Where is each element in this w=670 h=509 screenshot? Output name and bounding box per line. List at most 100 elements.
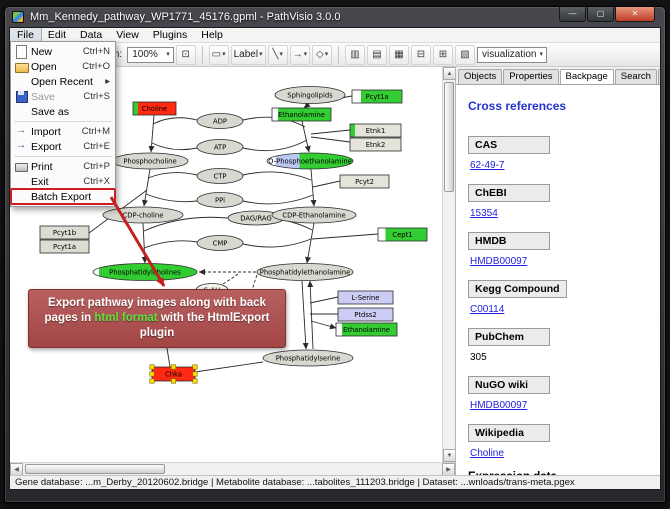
xref-value-hmdb[interactable]: HMDB00097 — [470, 256, 528, 267]
line-tool[interactable]: ╲▾ — [267, 44, 288, 65]
arrow-tool[interactable]: →▾ — [289, 44, 311, 65]
pathway-node-ethanolamine-bottom[interactable]: Ethanolamine — [335, 322, 398, 337]
metabolite-shape — [196, 235, 244, 251]
tab-backpage[interactable]: Backpage — [559, 69, 614, 84]
pathway-node-o-phosphoethanolamine[interactable]: O-Phosphoethanolamine — [266, 152, 354, 170]
xref-source-hmdb: HMDB — [468, 232, 550, 250]
pathway-node-chka[interactable]: Chka — [149, 364, 198, 384]
app-window: Mm_Kennedy_pathway_WP1771_45176.gpml - P… — [4, 6, 666, 503]
pathway-node-phosphatidylserine[interactable]: Phosphatidylserine — [262, 349, 354, 367]
pathway-node-phosphocholine[interactable]: Phosphocholine — [111, 152, 189, 170]
horizontal-scroll-thumb[interactable] — [25, 464, 165, 474]
selection-handle[interactable] — [192, 371, 198, 377]
xref-value-chebi[interactable]: 15354 — [470, 208, 498, 219]
selection-handle[interactable] — [171, 364, 177, 370]
menu-view[interactable]: View — [116, 29, 139, 41]
stack-horizontal-button[interactable]: ⊟ — [411, 44, 431, 65]
minimize-button[interactable]: — — [559, 7, 586, 22]
pathway-node-phosphatidylethanolamine[interactable]: Phosphatidylethanolamine — [256, 263, 354, 281]
pathway-node-ppi[interactable]: PPi — [196, 192, 244, 208]
menu-help[interactable]: Help — [201, 29, 223, 41]
pathway-node-ctp[interactable]: CTP — [196, 168, 244, 184]
pathway-node-cept1[interactable]: Cept1 — [377, 227, 428, 242]
horizontal-scrollbar[interactable]: ◀ ▶ — [10, 462, 455, 476]
pathway-node-cmp[interactable]: CMP — [196, 235, 244, 251]
pathway-node-cdp-choline[interactable]: CDP-choline — [102, 206, 184, 224]
stack-vertical-button[interactable]: ⊞ — [433, 44, 453, 65]
pathway-node-choline[interactable]: Choline — [132, 101, 177, 116]
pathway-edge — [310, 168, 317, 207]
menu-data[interactable]: Data — [80, 29, 103, 41]
shape-tool[interactable]: ◇▾ — [312, 44, 333, 65]
gene-box-shape — [271, 107, 332, 122]
zoom-fit-button[interactable]: ⊡ — [175, 44, 196, 65]
menu-plugins[interactable]: Plugins — [152, 29, 188, 41]
selection-handle[interactable] — [171, 378, 177, 384]
node-label: L-Serine — [352, 294, 380, 302]
menu-edit[interactable]: Edit — [47, 29, 67, 41]
align-horizontal-button[interactable]: ▥ — [345, 44, 365, 65]
selection-handle[interactable] — [192, 378, 198, 384]
pathway-node-pcyt1a-left[interactable]: Pcyt1a — [39, 239, 90, 254]
visualization-combobox[interactable]: visualization ▾ — [477, 46, 547, 63]
pathway-node-ethanolamine-top[interactable]: Ethanolamine — [271, 107, 332, 122]
pathway-edge — [242, 238, 312, 248]
pathway-node-pcyt2[interactable]: Pcyt2 — [339, 174, 390, 189]
window-buttons: — ▢ ✕ — [558, 7, 655, 22]
zoom-combobox[interactable]: 100% ▾ — [127, 46, 174, 63]
tab-properties[interactable]: Properties — [503, 69, 559, 84]
vertical-scrollbar[interactable]: ▲ ▼ — [442, 67, 456, 462]
pathway-node-atp[interactable]: ATP — [196, 139, 244, 155]
menu-item-batch-export[interactable]: Batch Export — [10, 188, 116, 205]
pathway-node-pcyt1b[interactable]: Pcyt1b — [39, 225, 90, 240]
xref-value-wikipedia[interactable]: Choline — [470, 448, 504, 459]
tab-objects[interactable]: Objects — [458, 69, 503, 84]
callout-text-after: with the HtmlExport plugin — [139, 312, 270, 339]
tab-search[interactable]: Search — [614, 69, 657, 84]
pathway-node-cdp-ethanolamine[interactable]: CDP-Ethanolamine — [271, 206, 357, 224]
label-tool[interactable]: Label▾ — [230, 44, 266, 65]
pathway-node-ptdss2[interactable]: Ptdss2 — [337, 307, 394, 322]
pathway-node-phosphatidylcholines[interactable]: Phosphatidylcholines — [92, 263, 198, 281]
node-label: CDP-choline — [123, 211, 164, 219]
maximize-button[interactable]: ▢ — [587, 7, 614, 22]
pathway-node-l-serine[interactable]: L-Serine — [337, 290, 394, 305]
xref-value-cas[interactable]: 62-49-7 — [470, 160, 505, 171]
pathway-node-etnk2[interactable]: Etnk2 — [349, 137, 402, 152]
node-label: Pcyt1b — [53, 229, 76, 237]
close-button[interactable]: ✕ — [615, 7, 655, 22]
node-label: Etnk1 — [366, 127, 386, 135]
xref-value-nugo-wiki[interactable]: HMDB00097 — [470, 400, 528, 411]
pathway-node-etnk1[interactable]: Etnk1 — [349, 123, 402, 138]
tab-legend[interactable]: Legend — [657, 69, 660, 84]
pathway-node-sphingolipids[interactable]: Sphingolipids — [274, 86, 346, 104]
toolbar-separator — [338, 45, 339, 64]
xref-value-kegg-compound[interactable]: C00114 — [470, 304, 505, 315]
align-vertical-button[interactable]: ▤ — [367, 44, 387, 65]
selection-handle[interactable] — [149, 371, 155, 377]
vertical-scroll-thumb[interactable] — [444, 82, 454, 192]
pathway-node-adp[interactable]: ADP — [196, 113, 244, 129]
selection-handle[interactable] — [149, 364, 155, 370]
menu-file[interactable]: File — [10, 28, 42, 43]
pathway-edge — [141, 168, 151, 207]
menu-item-open-recent[interactable]: Open Recent▸ — [31, 75, 110, 88]
pathway-node-pcyt1a-top[interactable]: Pcyt1a — [351, 89, 403, 104]
group-button[interactable]: ▧ — [455, 44, 475, 65]
title-bar[interactable]: Mm_Kennedy_pathway_WP1771_45176.gpml - P… — [5, 7, 665, 27]
node-label: Phosphatidylserine — [276, 354, 341, 362]
xref-value-pubchem: 305 — [470, 352, 487, 363]
datanode-tool[interactable]: ▭▾ — [208, 44, 229, 65]
menu-item-save-as[interactable]: Save as — [31, 105, 69, 118]
selection-handle[interactable] — [149, 378, 155, 384]
align-grid-button[interactable]: ▦ — [389, 44, 409, 65]
selection-handle[interactable] — [192, 364, 198, 370]
